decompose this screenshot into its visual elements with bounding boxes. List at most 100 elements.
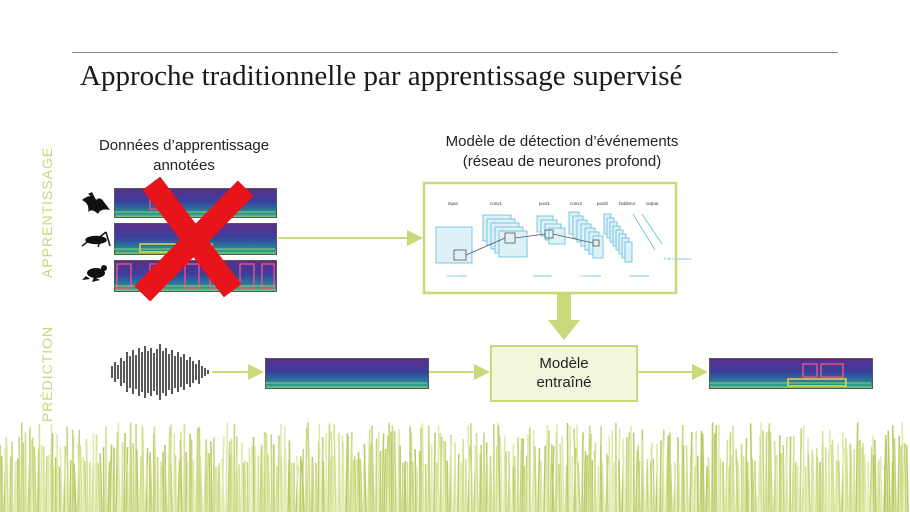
grass-blade: [149, 452, 153, 512]
grass-blade: [835, 460, 838, 512]
grass-blade: [735, 449, 739, 512]
grass-blade: [576, 424, 579, 512]
grass-blade: [556, 423, 559, 512]
svg-text:Convolution: Convolution: [580, 273, 601, 278]
grass-blade: [767, 429, 771, 512]
grass-blade: [177, 459, 181, 512]
grass-blade: [717, 424, 720, 512]
grass-blade: [421, 423, 425, 512]
grass-blade: [56, 433, 59, 512]
grass-blade: [356, 459, 359, 512]
grass-blade: [379, 451, 382, 512]
svg-text:hidden4: hidden4: [619, 201, 636, 206]
grass-blade: [474, 445, 477, 512]
grass-blade: [513, 455, 517, 512]
grass-blade: [238, 464, 241, 512]
grass-blade: [377, 431, 380, 512]
grass-blade: [521, 438, 525, 512]
grass-blade: [352, 460, 355, 512]
grass-blade: [24, 432, 27, 512]
grass-blade: [439, 433, 443, 512]
grass-blade: [397, 428, 401, 512]
grass-blade: [5, 437, 9, 512]
grass-blade: [210, 441, 213, 512]
grass-blade: [49, 423, 53, 512]
grass-blade: [691, 445, 694, 512]
grass-blade: [58, 466, 61, 512]
grass-blade: [879, 456, 883, 512]
grass-blade: [135, 449, 139, 512]
grass-blade: [622, 438, 625, 512]
grass-blade: [280, 456, 283, 512]
grass-blade: [871, 435, 874, 512]
grass-blade: [375, 438, 378, 512]
svg-text:output: output: [646, 201, 659, 206]
grass-blade: [625, 437, 628, 512]
grass-blade: [37, 448, 40, 512]
grass-blade: [453, 441, 457, 512]
cnn-layer-labels: input conv1 pool1 conv2 pool2 hidden4 ou…: [448, 201, 659, 206]
grass-blade: [338, 432, 341, 512]
grass-blade: [469, 423, 473, 512]
grass-blade: [749, 423, 753, 512]
grass-blade: [63, 445, 67, 512]
grass-blade: [519, 438, 523, 512]
grass-blade: [727, 465, 731, 512]
grass-blade: [646, 466, 649, 512]
grass-blade: [831, 439, 835, 512]
grass-blade: [485, 442, 488, 512]
grass-blade: [869, 446, 873, 512]
grass-blade: [885, 440, 889, 512]
grass-blade: [573, 428, 577, 512]
grass-blade: [689, 432, 693, 512]
grass-blade: [263, 434, 267, 512]
grass-blade: [837, 460, 841, 512]
grass-blade: [842, 431, 845, 512]
grass-blade: [857, 440, 860, 512]
grass-blade: [66, 426, 69, 512]
grass-blade: [435, 462, 438, 512]
grass-blade: [125, 447, 129, 512]
grass-blade: [565, 464, 568, 512]
grass-blade: [816, 456, 819, 512]
grass-blade: [174, 454, 177, 512]
grass-blade: [606, 453, 609, 512]
grass-blade: [467, 425, 471, 512]
grass-blade: [18, 436, 21, 512]
grass-blade: [99, 453, 103, 512]
grass-blade: [693, 466, 696, 512]
grass-blade: [129, 436, 133, 512]
grass-blade: [387, 462, 390, 512]
svg-text:conv1: conv1: [490, 201, 503, 206]
grass-blade: [618, 460, 621, 512]
grass-blade: [267, 454, 271, 512]
grass-blade: [903, 442, 907, 512]
grass-blade: [547, 430, 550, 512]
grass-blade: [905, 444, 909, 512]
grass-blade: [773, 440, 777, 512]
slide-title: Approche traditionnelle par apprentissag…: [80, 60, 683, 92]
grass-blade: [73, 463, 77, 512]
grass-blade: [321, 437, 324, 512]
grass-blade: [681, 425, 684, 512]
grass-blade: [543, 445, 547, 512]
grass-blade: [685, 445, 689, 512]
grass-blade: [637, 445, 641, 512]
grass-blade: [737, 465, 741, 512]
grass-blade: [390, 431, 393, 512]
arrow-down-to-trained-model: [548, 294, 580, 340]
grass-blade: [551, 463, 555, 512]
grass-blade: [746, 461, 749, 512]
grass-blade: [227, 441, 231, 512]
grass-blade: [243, 460, 247, 512]
grass-blade: [208, 453, 211, 512]
grass-blade: [561, 435, 565, 512]
grass-blade: [411, 461, 415, 512]
grass-blade: [52, 465, 55, 512]
grass-blade: [669, 463, 673, 512]
grass-blade: [901, 422, 905, 512]
grass-blade: [353, 456, 357, 512]
grass-blade: [123, 433, 126, 512]
grass-blade: [769, 431, 773, 512]
grass-blade: [877, 459, 881, 512]
